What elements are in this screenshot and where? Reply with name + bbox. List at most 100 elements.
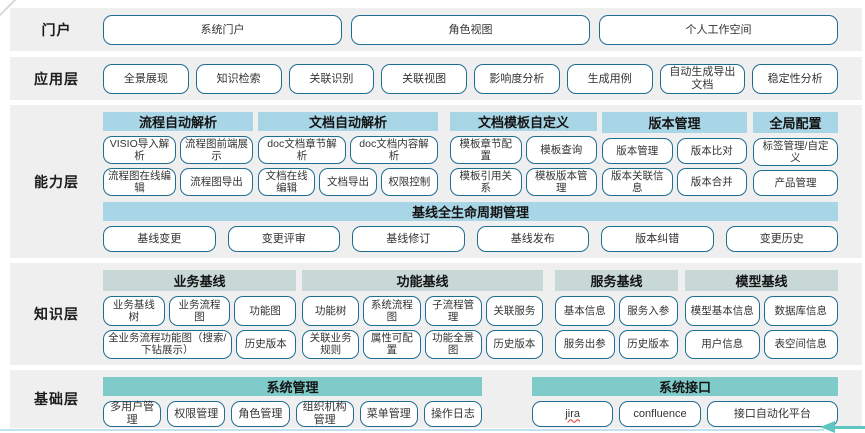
item-row: 版本关联信息 版本合并 bbox=[602, 167, 747, 196]
layer-label-base: 基础层 bbox=[34, 391, 79, 407]
capability-group-header: 版本管理 bbox=[602, 112, 747, 133]
app-node: 全景展现 bbox=[103, 64, 189, 94]
capability-node: doc文档内容解析 bbox=[350, 136, 438, 165]
item-row: 模板章节配置 模板查询 bbox=[450, 136, 597, 165]
layer-label-knowledge: 知识层 bbox=[34, 306, 79, 322]
app-node: 自动生成导出文档 bbox=[659, 64, 746, 94]
knowledge-node: 系统流程图 bbox=[363, 296, 421, 326]
baseline-node: 基线变更 bbox=[103, 226, 216, 252]
app-node: 关联识别 bbox=[288, 64, 375, 94]
item-row: 服务出参 历史版本 bbox=[555, 329, 678, 359]
base-group-header: 系统管理 bbox=[103, 377, 482, 396]
capability-group-header: 文档模板自定义 bbox=[450, 112, 597, 131]
capability-node: doc文档章节解析 bbox=[258, 136, 346, 165]
base-group-system-management: 系统管理 多用户管理 权限管理 角色管理 组织机构管理 菜单管理 操作日志 bbox=[103, 377, 483, 427]
capability-node: 版本比对 bbox=[676, 138, 747, 164]
knowledge-group-header: 模型基线 bbox=[685, 270, 838, 291]
layer-label-capability: 能力层 bbox=[34, 173, 79, 190]
portal-node: 个人工作空间 bbox=[599, 15, 838, 45]
base-node: 菜单管理 bbox=[359, 401, 418, 427]
base-groups: 系统管理 多用户管理 权限管理 角色管理 组织机构管理 菜单管理 操作日志 系统… bbox=[103, 377, 838, 427]
knowledge-node: 历史版本 bbox=[618, 329, 678, 359]
group-rows: 版本管理 版本比对 版本关联信息 版本合并 bbox=[602, 138, 747, 196]
baseline-node: 基线发布 bbox=[476, 226, 589, 252]
portal-content: 系统门户 角色视图 个人工作空间 bbox=[103, 8, 862, 51]
baseline-header: 基线全生命周期管理 bbox=[103, 202, 838, 221]
base-items: jira confluence 接口自动化平台 bbox=[531, 401, 838, 427]
portal-node: 系统门户 bbox=[103, 15, 342, 45]
app-node: 影响度分析 bbox=[474, 64, 560, 94]
base-items: 多用户管理 权限管理 角色管理 组织机构管理 菜单管理 操作日志 bbox=[103, 401, 483, 427]
app-node: 稳定性分析 bbox=[752, 64, 838, 94]
knowledge-node: 基本信息 bbox=[555, 296, 615, 326]
layer-label-portal: 门户 bbox=[41, 21, 72, 38]
knowledge-node: 历史版本 bbox=[235, 329, 296, 359]
baseline-node: 变更评审 bbox=[227, 226, 340, 252]
capability-content: 流程自动解析 VISIO导入解析 流程图前端展示 流程图在线编辑 流程图导出 文… bbox=[103, 105, 862, 258]
knowledge-node: 全业务流程功能图（搜索/下钻展示） bbox=[103, 329, 232, 359]
arrow-tail bbox=[833, 426, 865, 429]
knowledge-group-model: 模型基线 模型基本信息 数据库信息 用户信息 表空间信息 bbox=[685, 270, 838, 359]
portal-row: 系统门户 角色视图 个人工作空间 bbox=[103, 15, 838, 45]
capability-layer-band: 能力层 流程自动解析 VISIO导入解析 流程图前端展示 流程图在线编辑 流程图… bbox=[10, 105, 862, 258]
knowledge-groups: 业务基线 业务基线树 业务流程图 功能图 全业务流程功能图（搜索/下钻展示） 历… bbox=[103, 270, 838, 359]
baseline-node: 变更历史 bbox=[725, 226, 838, 252]
group-rows: VISIO导入解析 流程图前端展示 流程图在线编辑 流程图导出 bbox=[103, 136, 253, 197]
item-row: 功能树 系统流程图 子流程管理 关联服务 bbox=[302, 296, 543, 326]
knowledge-group-header: 功能基线 bbox=[302, 270, 543, 291]
knowledge-node: 历史版本 bbox=[485, 329, 543, 359]
capability-node: 版本合并 bbox=[676, 167, 747, 196]
capability-group-template: 文档模板自定义 模板章节配置 模板查询 模板引用关系 模板版本管理 bbox=[450, 112, 597, 197]
capability-node: 流程图导出 bbox=[180, 168, 253, 197]
knowledge-group-business: 业务基线 业务基线树 业务流程图 功能图 全业务流程功能图（搜索/下钻展示） 历… bbox=[103, 270, 297, 359]
capability-group-header: 全局配置 bbox=[753, 112, 838, 133]
app-node: 生成用例 bbox=[566, 64, 653, 94]
base-node: 角色管理 bbox=[231, 401, 290, 427]
item-row: 模板引用关系 模板版本管理 bbox=[450, 168, 597, 197]
capability-group-global-config: 全局配置 标签管理/自定义 产品管理 bbox=[753, 112, 838, 196]
capability-node: 版本管理 bbox=[602, 138, 673, 164]
knowledge-node: 属性可配置 bbox=[363, 329, 421, 359]
knowledge-group-service: 服务基线 基本信息 服务入参 服务出参 历史版本 bbox=[555, 270, 678, 359]
capability-group-version: 版本管理 版本管理 版本比对 版本关联信息 版本合并 bbox=[602, 112, 747, 196]
knowledge-node: 子流程管理 bbox=[424, 296, 482, 326]
base-content: 系统管理 多用户管理 权限管理 角色管理 组织机构管理 菜单管理 操作日志 系统… bbox=[103, 370, 862, 428]
baseline-node: 版本纠错 bbox=[601, 226, 714, 252]
capability-node: 模板查询 bbox=[525, 136, 597, 165]
item-row: 全业务流程功能图（搜索/下钻展示） 历史版本 bbox=[103, 329, 296, 359]
item-row: 用户信息 表空间信息 bbox=[685, 329, 838, 359]
knowledge-node: 数据库信息 bbox=[763, 296, 838, 326]
application-layer-band: 应用层 全景展现 知识检索 关联识别 关联视图 影响度分析 生成用例 自动生成导… bbox=[10, 57, 862, 100]
item-row: 版本管理 版本比对 bbox=[602, 138, 747, 164]
item-row: 业务基线树 业务流程图 功能图 bbox=[103, 296, 297, 326]
item-row: 关联业务规则 属性可配置 功能全景图 历史版本 bbox=[302, 329, 543, 359]
base-layer-band: 基础层 系统管理 多用户管理 权限管理 角色管理 组织机构管理 菜单管理 操作日… bbox=[10, 370, 862, 428]
group-rows: doc文档章节解析 doc文档内容解析 文档在线编辑 文档导出 权限控制 bbox=[258, 136, 438, 197]
item-row: 文档在线编辑 文档导出 权限控制 bbox=[258, 168, 438, 197]
app-row: 全景展现 知识检索 关联识别 关联视图 影响度分析 生成用例 自动生成导出文档 … bbox=[103, 64, 838, 94]
capability-node: 文档在线编辑 bbox=[258, 168, 316, 197]
layer-label-app: 应用层 bbox=[34, 70, 79, 87]
capability-node: 流程图前端展示 bbox=[180, 136, 253, 165]
capability-group-header: 文档自动解析 bbox=[258, 112, 438, 131]
capability-node: 权限控制 bbox=[380, 168, 438, 197]
arrow-head bbox=[820, 421, 835, 433]
knowledge-node: 业务流程图 bbox=[168, 296, 231, 326]
capability-node: 标签管理/自定义 bbox=[753, 138, 838, 167]
base-node-jira: jira bbox=[531, 401, 614, 427]
base-node: 接口自动化平台 bbox=[706, 401, 838, 427]
portal-node: 角色视图 bbox=[351, 15, 590, 45]
base-node: 权限管理 bbox=[167, 401, 226, 427]
app-content: 全景展现 知识检索 关联识别 关联视图 影响度分析 生成用例 自动生成导出文档 … bbox=[103, 57, 862, 100]
capability-node: VISIO导入解析 bbox=[103, 136, 176, 165]
knowledge-group-function: 功能基线 功能树 系统流程图 子流程管理 关联服务 关联业务规则 属性可配置 功… bbox=[302, 270, 543, 359]
capability-node: 文档导出 bbox=[319, 168, 377, 197]
knowledge-node: 关联业务规则 bbox=[302, 329, 360, 359]
capability-groups: 流程自动解析 VISIO导入解析 流程图前端展示 流程图在线编辑 流程图导出 文… bbox=[103, 112, 838, 197]
knowledge-node: 业务基线树 bbox=[103, 296, 165, 326]
capability-group-process: 流程自动解析 VISIO导入解析 流程图前端展示 流程图在线编辑 流程图导出 bbox=[103, 112, 253, 197]
knowledge-group-header: 业务基线 bbox=[103, 270, 296, 291]
item-row: 模型基本信息 数据库信息 bbox=[685, 296, 838, 326]
item-row: doc文档章节解析 doc文档内容解析 bbox=[258, 136, 438, 165]
